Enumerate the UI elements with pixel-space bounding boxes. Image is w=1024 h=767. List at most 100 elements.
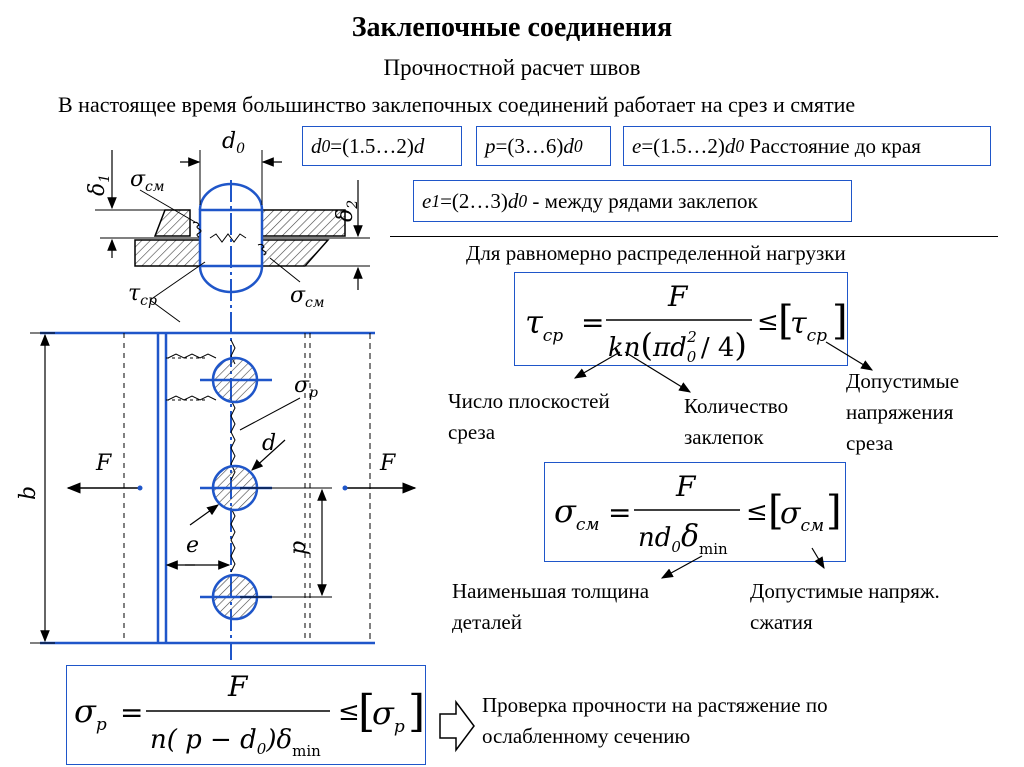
label-d: d bbox=[262, 431, 276, 456]
crush-equals: = bbox=[608, 496, 631, 529]
crush-denominator: nd0δmin bbox=[638, 519, 728, 558]
shear-bracket-open: [ bbox=[778, 298, 794, 344]
label-sigma-cm-right: σсм bbox=[290, 283, 324, 311]
param-d0-range: =(1.5…2) bbox=[330, 133, 414, 158]
arrow-to-allowable-shear bbox=[825, 341, 874, 371]
crush-lhs: σсм bbox=[554, 492, 599, 535]
tension-rhs: σр bbox=[372, 694, 405, 737]
cross-section bbox=[95, 150, 370, 660]
shear-equals: = bbox=[581, 306, 604, 339]
param-e-symbol: e bbox=[632, 133, 642, 158]
shear-formula-box bbox=[514, 272, 848, 366]
arrow-to-min-thickness bbox=[660, 555, 703, 579]
tension-denominator: n( p − d0)δmin bbox=[150, 725, 321, 760]
tension-lhs: σр bbox=[74, 692, 107, 735]
param-e1-tail: d bbox=[507, 188, 519, 213]
crush-formula: σсм = F nd0δmin ≤ [ σсм ] bbox=[554, 470, 842, 558]
param-e1-sub: 1 bbox=[431, 190, 441, 211]
drawing-labels: d0 δ1 δ2 σсм τср σсм σр d b F F e p bbox=[16, 129, 396, 558]
label-e: e bbox=[186, 533, 199, 558]
tension-formula-box bbox=[66, 665, 426, 765]
note-rivet-count-line1: Количество bbox=[684, 394, 789, 418]
note-shear-planes-line1: Число плоскостей bbox=[448, 389, 610, 413]
arrow-to-planes bbox=[573, 351, 621, 379]
crush-bracket-close: ] bbox=[826, 488, 842, 534]
shear-lhs: τср bbox=[525, 303, 563, 346]
note-tension-check-line1: Проверка прочности на растяжение по bbox=[482, 693, 828, 717]
param-d0-symbol: d bbox=[311, 133, 322, 158]
block-arrow-icon bbox=[439, 699, 475, 753]
note-allowable-crush-line1: Допустимые напряж. bbox=[750, 579, 940, 603]
crush-formula-box bbox=[544, 462, 846, 562]
note-allowable-crush-line2: сжатия bbox=[750, 610, 813, 634]
param-e-tail: d bbox=[724, 133, 736, 158]
label-d0: d0 bbox=[222, 129, 245, 157]
param-d0-tail: d bbox=[413, 133, 425, 158]
note-min-thickness-line2: деталей bbox=[452, 610, 522, 634]
param-p-tail: d bbox=[563, 133, 574, 158]
tension-le: ≤ bbox=[338, 697, 360, 727]
arrow-to-allowable-crush bbox=[811, 547, 825, 570]
crush-rhs: σсм bbox=[780, 496, 824, 536]
intro-text: В настоящее время большинство заклепочны… bbox=[58, 92, 856, 117]
param-e-text: Расстояние до края bbox=[744, 133, 921, 158]
slide-subtitle: Прочностной расчет швов bbox=[383, 55, 641, 80]
param-e-range: =(1.5…2) bbox=[641, 133, 725, 158]
param-e1-tail-sub: 0 bbox=[518, 190, 528, 211]
note-tension-check: Проверка прочности на растяжение по осла… bbox=[482, 690, 828, 752]
param-e1-text: - между рядами заклепок bbox=[527, 188, 758, 213]
shear-bracket-close: ] bbox=[832, 298, 848, 344]
uniform-load-heading: Для равномерно распределенной нагрузки bbox=[466, 241, 846, 265]
crush-numerator: F bbox=[675, 470, 697, 503]
crush-le: ≤ bbox=[746, 497, 768, 527]
tension-equals: = bbox=[120, 696, 143, 729]
label-tau: τср bbox=[128, 281, 157, 309]
param-p-range: =(3…6) bbox=[495, 133, 564, 158]
section-divider bbox=[390, 236, 998, 237]
shear-formula: τср = F kn(πd02/ 4) ≤ [ τср ] bbox=[525, 280, 848, 366]
param-d0-sub: 0 bbox=[321, 135, 331, 156]
param-e1-range: =(2…3) bbox=[440, 188, 508, 213]
label-sigma-cm-top: σсм bbox=[130, 167, 164, 195]
label-F-left: F bbox=[95, 451, 112, 476]
note-min-thickness: Наименьшая толщина деталей bbox=[452, 576, 649, 638]
note-shear-planes: Число плоскостей среза bbox=[448, 386, 610, 448]
note-allowable-shear: Допустимые напряжения среза bbox=[846, 366, 959, 459]
tension-bracket-open: [ bbox=[358, 686, 375, 737]
label-b: b bbox=[16, 486, 41, 500]
note-allowable-shear-line3: среза bbox=[846, 431, 894, 455]
note-tension-check-line2: ослабленному сечению bbox=[482, 724, 691, 748]
slide-title: Заклепочные соединения bbox=[351, 12, 673, 43]
note-shear-planes-line2: среза bbox=[448, 420, 496, 444]
tension-bracket-close: ] bbox=[408, 686, 425, 737]
tension-formula: σр = F n( p − d0)δmin ≤ [ σр ] bbox=[74, 670, 425, 760]
label-delta1: δ1 bbox=[85, 174, 113, 196]
param-e-tail-sub: 0 bbox=[735, 135, 745, 156]
note-allowable-shear-line2: напряжения bbox=[846, 400, 954, 424]
tension-numerator: F bbox=[227, 670, 249, 703]
arrow-to-count bbox=[624, 351, 692, 393]
crush-bracket-open: [ bbox=[768, 488, 784, 534]
param-e1-symbol: e bbox=[422, 188, 432, 213]
param-p-tail-sub: 0 bbox=[573, 135, 583, 156]
shear-numerator: F bbox=[667, 280, 689, 313]
param-p-symbol: p bbox=[485, 133, 496, 158]
label-p: p bbox=[286, 541, 311, 555]
note-rivet-count: Количество заклепок bbox=[684, 391, 788, 453]
annotation-arrows bbox=[439, 341, 874, 753]
shear-rhs: τср bbox=[790, 306, 827, 346]
note-min-thickness-line1: Наименьшая толщина bbox=[452, 579, 650, 603]
note-rivet-count-line2: заклепок bbox=[684, 425, 764, 449]
shear-le: ≤ bbox=[757, 307, 779, 337]
note-allowable-crush: Допустимые напряж. сжатия bbox=[750, 576, 940, 638]
rivet-1 bbox=[200, 356, 272, 404]
label-delta2: δ2 bbox=[333, 200, 361, 222]
shear-denominator: kn(πd02/ 4) bbox=[608, 326, 747, 366]
note-allowable-shear-line1: Допустимые bbox=[846, 369, 960, 393]
label-sigma-p: σр bbox=[294, 373, 318, 401]
